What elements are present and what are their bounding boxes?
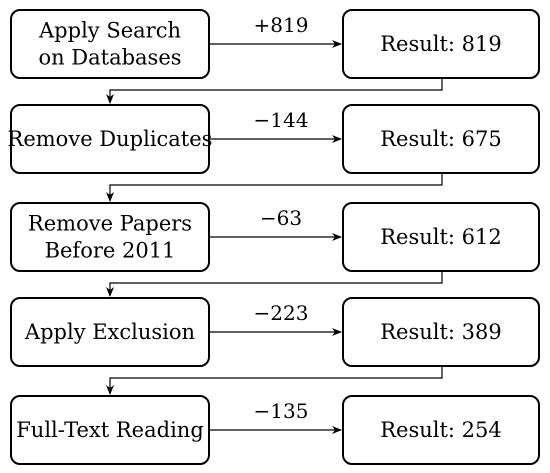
result-box bbox=[342, 297, 540, 367]
arrow-head bbox=[106, 287, 114, 297]
process-label: Apply Search bbox=[38, 19, 181, 43]
result-label: Result: 675 bbox=[380, 127, 502, 151]
change-label: +819 bbox=[254, 13, 309, 37]
result-box bbox=[342, 9, 540, 79]
result-label: Result: 254 bbox=[380, 418, 502, 442]
result-box bbox=[342, 202, 540, 272]
result-box bbox=[342, 104, 540, 174]
flow-step: Apply Search on Databases Result: 819 +819 bbox=[10, 9, 540, 79]
next-step-connector bbox=[109, 271, 443, 296]
arrow-head bbox=[106, 94, 114, 104]
change-label: −144 bbox=[254, 108, 309, 132]
arrow-head bbox=[332, 40, 342, 48]
process-label: Full-Text Reading bbox=[16, 418, 204, 442]
arrow-head bbox=[332, 135, 342, 143]
next-step-connector bbox=[109, 173, 443, 201]
flow-step: Apply Exclusion Result: 389 −223 bbox=[10, 297, 540, 367]
next-step-connector bbox=[109, 78, 443, 103]
result-box bbox=[342, 395, 540, 465]
flow-step: Remove Duplicates Result: 675 −144 bbox=[8, 104, 540, 174]
result-label: Result: 389 bbox=[380, 320, 502, 344]
arrow-head bbox=[332, 233, 342, 241]
arrow-head bbox=[106, 385, 114, 395]
next-step-connector bbox=[109, 366, 443, 394]
process-label: on Databases bbox=[38, 46, 181, 70]
arrow-head bbox=[332, 328, 342, 336]
process-label: Apply Exclusion bbox=[24, 320, 195, 344]
process-label: Before 2011 bbox=[45, 239, 176, 263]
flow-step: Full-Text Reading Result: 254 −135 bbox=[10, 395, 540, 465]
process-label: Remove Duplicates bbox=[8, 127, 213, 151]
result-label: Result: 612 bbox=[380, 225, 502, 249]
process-label: Remove Papers bbox=[28, 212, 192, 236]
change-label: −223 bbox=[254, 301, 309, 325]
result-label: Result: 819 bbox=[380, 32, 502, 56]
arrow-head bbox=[106, 192, 114, 202]
change-label: −135 bbox=[254, 399, 309, 423]
arrow-head bbox=[332, 426, 342, 434]
change-label: −63 bbox=[260, 206, 302, 230]
